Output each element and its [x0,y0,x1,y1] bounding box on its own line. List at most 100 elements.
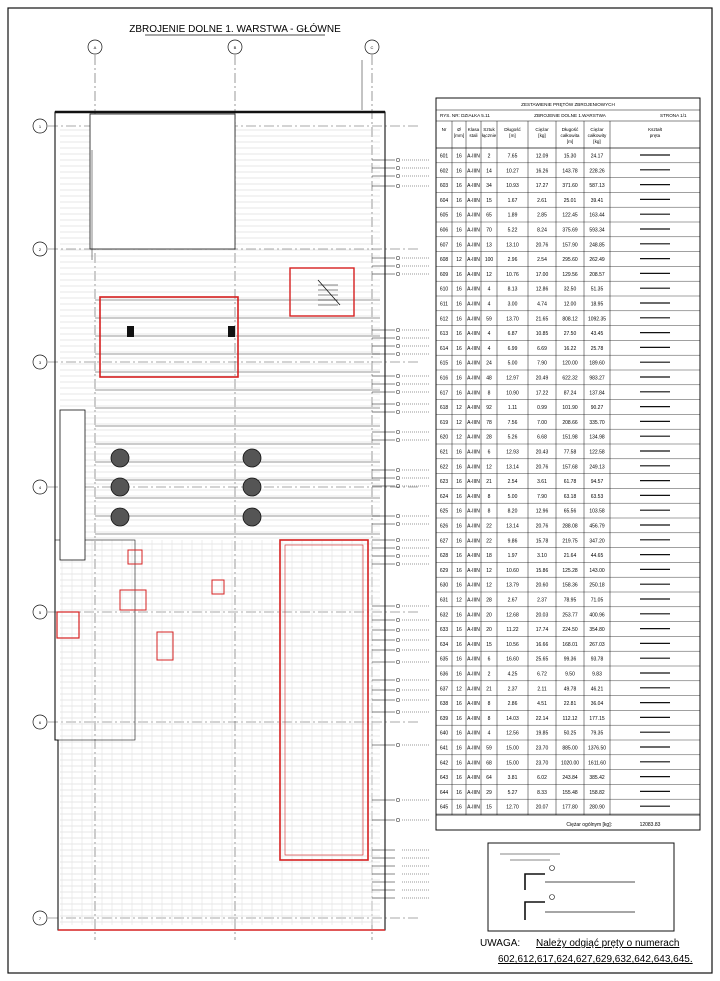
schedule-cell: 9.50 [565,672,575,678]
schedule-cell: 16 [456,183,462,189]
schedule-cell: 624 [440,494,449,500]
schedule-cell: 13.14 [506,524,519,530]
schedule-cell: 606 [440,228,449,234]
square-column [228,326,235,337]
schedule-header: Długość [562,127,579,132]
axis-label: 1 [39,124,42,129]
schedule-cell: 617 [440,390,449,396]
schedule-cell: 101.90 [562,405,578,411]
schedule-cell: 100 [485,257,494,263]
schedule-cell: 616 [440,376,449,382]
schedule-cell: 71.05 [591,598,604,604]
round-column [242,448,262,468]
schedule-cell: 177.80 [562,805,578,811]
schedule-cell: 143.78 [562,168,578,174]
schedule-cell: 629 [440,568,449,574]
round-column [110,477,130,497]
schedule-cell: 614 [440,346,449,352]
schedule-cell: A-IIIN [467,790,480,796]
schedule-cell: 619 [440,420,449,426]
schedule-cell: 2.54 [537,257,547,263]
schedule-cell: 12.70 [506,805,519,811]
schedule-cell: 15.78 [536,538,549,544]
schedule-cell: 371.60 [562,183,578,189]
schedule-cell: 13.79 [506,583,519,589]
schedule-cell: A-IIIN [467,701,480,707]
leader-bubble [395,475,401,481]
axis-bubble [32,354,48,370]
schedule-cell: 2.85 [537,213,547,219]
schedule-cell: 16 [456,805,462,811]
schedule-cell: 63.18 [564,494,577,500]
schedule-cell: 16 [456,450,462,456]
schedule-cell: 641 [440,746,449,752]
leader-bubble [395,627,401,633]
schedule-cell: A-IIIN [467,716,480,722]
schedule-cell: 7.65 [508,154,518,160]
schedule-cell: 125.28 [562,568,578,574]
bar-bend-detail [524,901,545,920]
schedule-cell: 99.36 [564,657,577,663]
leader-bubble [395,165,401,171]
schedule-header: [m] [567,139,573,144]
schedule-cell: 593.34 [589,228,605,234]
schedule-cell: 16 [456,583,462,589]
schedule-cell: 23.70 [536,746,549,752]
schedule-cell: 7.90 [537,361,547,367]
leader-bubble [395,373,401,379]
schedule-cell: 618 [440,405,449,411]
schedule-cell: A-IIIN [467,376,480,382]
staircase-opening [289,267,355,317]
leader-bubble [395,709,401,715]
schedule-cell: 7.56 [508,420,518,426]
schedule-cell: 13.70 [506,316,519,322]
leader-bubble [395,817,401,823]
leader-bubble [395,401,401,407]
schedule-cell: 375.69 [562,228,578,234]
schedule-cell: 2.11 [537,686,547,692]
schedule-cell: 189.60 [589,361,605,367]
schedule-cell: A-IIIN [467,760,480,766]
schedule-cell: 44.65 [591,553,604,559]
leader-bubble [395,343,401,349]
schedule-cell: 7.90 [537,494,547,500]
schedule-cell: 983.27 [589,376,605,382]
schedule-cell: 13.14 [506,464,519,470]
schedule-cell: 143.00 [589,568,605,574]
schedule-header: Ciężar [590,127,604,132]
schedule-cell: A-IIIN [467,805,480,811]
schedule-cell: 158.36 [562,583,578,589]
schedule-cell: 14 [486,168,492,174]
axis-label: 6 [39,720,42,725]
schedule-cell: 163.44 [589,213,605,219]
schedule-cell: 643 [440,775,449,781]
schedule-cell: 808.12 [562,316,578,322]
schedule-cell: 248.85 [589,242,605,248]
schedule-cell: 2.96 [508,257,518,263]
schedule-cell: 158.82 [589,790,605,796]
schedule-cell: 8 [488,390,491,396]
schedule-cell: 103.58 [589,509,605,515]
schedule-cell: 250.18 [589,583,605,589]
schedule-cell: 20.60 [536,583,549,589]
schedule-cell: 1092.35 [588,316,606,322]
schedule-cell: 16 [456,228,462,234]
schedule-cell: 4 [488,287,491,293]
schedule-cell: 621 [440,450,449,456]
schedule-cell: 638 [440,701,449,707]
schedule-cell: 6.69 [537,346,547,352]
schedule-cell: 4 [488,331,491,337]
leader-bubble [395,183,401,189]
schedule-header: pręta [650,133,661,138]
schedule-cell: 20.03 [536,612,549,618]
schedule-cell: 642 [440,760,449,766]
schedule-cell: A-IIIN [467,642,480,648]
schedule-cell: 8 [488,716,491,722]
schedule-cell: 21 [486,479,492,485]
schedule-cell: 20 [486,627,492,633]
schedule-header: stali [469,133,477,138]
round-column [242,477,262,497]
schedule-cell: 16.26 [536,168,549,174]
schedule-cell: 16 [456,154,462,160]
schedule-cell: A-IIIN [467,450,480,456]
